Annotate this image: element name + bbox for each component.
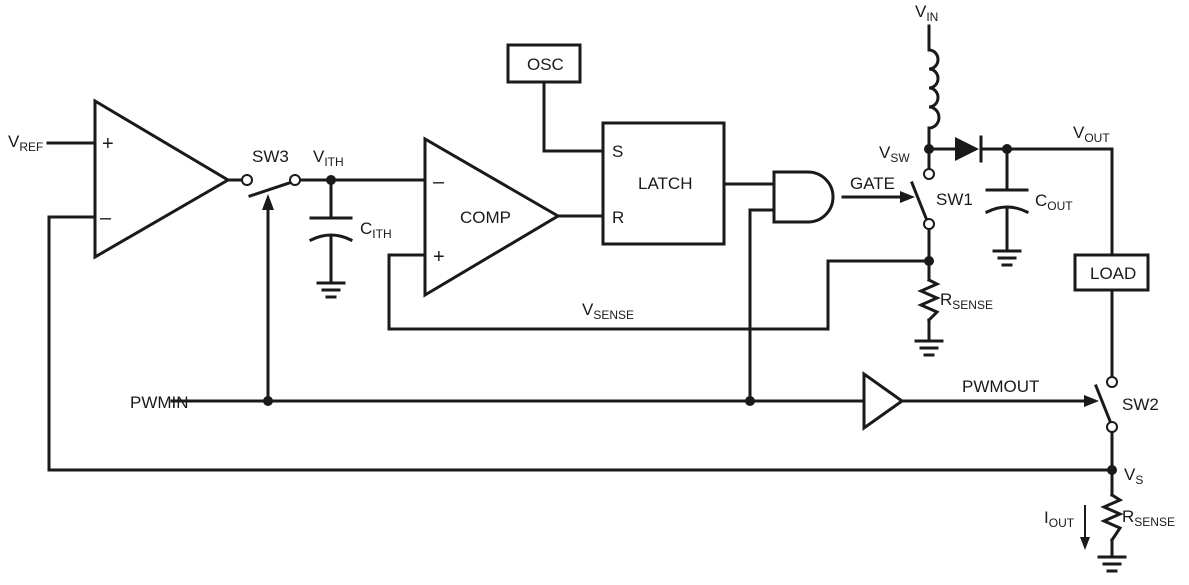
- comparator-triangle: [423, 136, 561, 298]
- junction-vs: [1107, 465, 1117, 475]
- label-vs: VS: [1124, 465, 1143, 487]
- junctions: [263, 144, 1117, 475]
- rsense1-zigzag: [917, 277, 941, 323]
- ground-icon: [1097, 555, 1127, 573]
- sw3-arrow: [262, 194, 274, 210]
- diode-anode: [955, 137, 979, 161]
- label-sw1: SW1: [936, 190, 973, 209]
- pwm-buffer: [862, 371, 905, 431]
- label-cith: CITH: [360, 219, 392, 241]
- label-cout: COUT: [1035, 191, 1073, 213]
- label-gate: GATE: [850, 174, 895, 193]
- label-vin: VIN: [915, 2, 938, 24]
- comp-plus-sign: +: [433, 246, 445, 268]
- latch-block: [601, 121, 726, 246]
- ground-icon: [316, 281, 346, 299]
- label-comp: COMP: [460, 208, 511, 227]
- wire-vout: [979, 147, 1114, 257]
- gate-arrow: [900, 191, 915, 203]
- label-vsense: VSENSE: [582, 300, 634, 322]
- rsense2-zigzag: [1100, 492, 1124, 543]
- error-amplifier: + –: [93, 98, 231, 260]
- junction-pwmin-sw3: [263, 396, 273, 406]
- label-vref: VREF: [8, 132, 43, 154]
- label-latch-r: R: [612, 208, 624, 227]
- capacitor-cith: [308, 216, 354, 299]
- switch-sw1: [910, 168, 935, 230]
- label-load: LOAD: [1090, 264, 1136, 283]
- sw2-terminal-bottom: [1106, 421, 1118, 433]
- wire-pwm-gate: [748, 208, 776, 403]
- resistor-rsense-2: [1097, 492, 1127, 573]
- label-latch-s: S: [612, 142, 623, 161]
- label-vout: VOUT: [1073, 123, 1110, 145]
- label-rsense-2: RSENSE: [1122, 507, 1175, 529]
- comp-minus-sign: –: [433, 171, 445, 193]
- wires: [46, 24, 1114, 558]
- label-pwmin: PWMIN: [130, 393, 189, 412]
- junction-rsense1: [924, 256, 934, 266]
- pwmout-arrow: [1084, 395, 1099, 407]
- label-pwmout: PWMOUT: [962, 377, 1039, 396]
- junction-vout: [1002, 144, 1012, 154]
- sw3-blade: [248, 180, 294, 198]
- ground-icon: [992, 249, 1022, 267]
- error-amp-triangle: [93, 98, 231, 260]
- sw3-terminal-right: [289, 174, 301, 186]
- label-latch: LATCH: [638, 174, 692, 193]
- wire-feedback-vs: [47, 215, 1114, 472]
- osc-block: [506, 43, 582, 84]
- label-vith: VITH: [313, 147, 344, 169]
- switch-sw3: [241, 174, 301, 198]
- resistor-rsense-1: [914, 277, 944, 357]
- label-osc: OSC: [527, 55, 564, 74]
- amp-minus-sign: –: [100, 207, 112, 229]
- capacitor-cout: [984, 188, 1030, 267]
- load-block: [1073, 253, 1150, 292]
- sw1-terminal-bottom: [923, 218, 935, 230]
- amp-plus-sign: +: [102, 133, 114, 155]
- label-vsw: VSW: [879, 143, 910, 165]
- diode: [955, 135, 983, 163]
- sw1-terminal-top: [923, 168, 935, 180]
- junction-vith: [326, 175, 336, 185]
- wire-vsense: [387, 253, 930, 331]
- sw2-terminal-top: [1106, 376, 1118, 388]
- cith-plate-bottom: [308, 233, 354, 243]
- wire-osc: [542, 80, 605, 153]
- sw2-blade: [1094, 384, 1112, 423]
- inductor: [927, 48, 941, 130]
- label-sw2: SW2: [1122, 395, 1159, 414]
- ground-icon: [914, 339, 944, 357]
- cout-plate-bottom: [984, 205, 1030, 215]
- sw1-blade: [910, 181, 928, 220]
- sw3-terminal-left: [241, 174, 253, 186]
- junction-vsw: [924, 144, 934, 154]
- label-sw3: SW3: [252, 147, 289, 166]
- iout-arrow: [1080, 505, 1090, 550]
- switch-sw2: [1094, 376, 1118, 433]
- labels: VREF SW3 VITH CITH COMP OSC S R LATCH GA…: [8, 2, 1175, 530]
- label-rsense-1: RSENSE: [940, 290, 993, 312]
- junction-pwmin-gate: [745, 396, 755, 406]
- and-gate: [772, 170, 835, 224]
- comparator: – +: [423, 136, 561, 298]
- label-iout: IOUT: [1044, 508, 1075, 530]
